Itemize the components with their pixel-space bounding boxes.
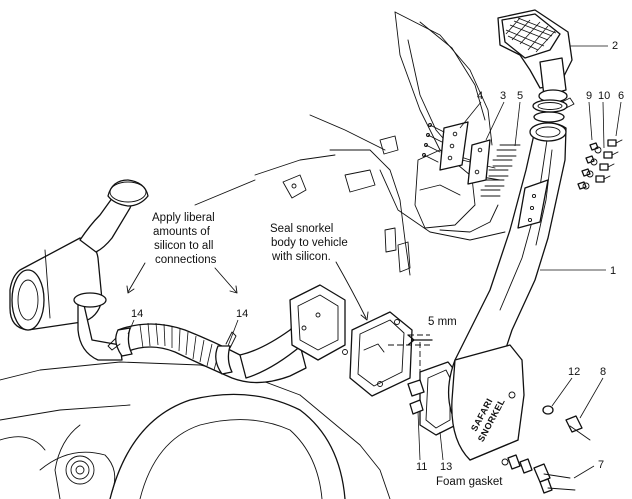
- air-cleaner: [9, 179, 149, 361]
- note-seal-line-3: with silicon.: [271, 251, 331, 263]
- snorkel-seal-plate: [342, 311, 457, 436]
- callout-14-right: 14: [236, 308, 248, 320]
- gap-5mm-label: 5 mm: [428, 316, 457, 328]
- air-ram-head: [497, 9, 575, 123]
- callout-1: 1: [610, 265, 616, 277]
- callout-2: 2: [612, 40, 618, 52]
- apply-arrow-right: [214, 267, 237, 293]
- apply-arrow-left: [127, 262, 146, 293]
- callout-12: 12: [568, 366, 580, 378]
- callout-13: 13: [440, 461, 452, 473]
- note-apply-line-4: connections: [155, 254, 217, 266]
- note-seal-body: Seal snorkel body to vehicle with silico…: [270, 223, 348, 263]
- apply-arrowhead-right: [229, 285, 238, 294]
- note-seal-line-2: body to vehicle: [271, 237, 348, 249]
- hardware-6-9-10: [577, 139, 623, 190]
- headlamp-assembly: [0, 393, 346, 499]
- callout-7: 7: [598, 459, 604, 471]
- note-apply-line-1: Apply liberal: [152, 212, 215, 224]
- upper-brackets: [422, 121, 491, 185]
- part-callouts: 2 4 3 5 9 10 6 1 12 8 7 11 13 14 14: [127, 40, 624, 479]
- callout-9: 9: [586, 90, 592, 102]
- note-apply-line-2: amounts of: [153, 226, 211, 238]
- seal-arrowhead: [360, 311, 369, 321]
- callout-6: 6: [618, 90, 624, 102]
- apply-arrowhead-left: [126, 285, 135, 294]
- callout-11: 11: [416, 461, 427, 473]
- note-seal-line-1: Seal snorkel: [270, 223, 333, 235]
- snorkel-body: [447, 122, 567, 466]
- bolts-5: [480, 144, 521, 197]
- callout-3: 3: [500, 90, 506, 102]
- note-apply-line-3: silicon to all: [154, 240, 213, 252]
- vehicle-body-lines: [0, 11, 506, 499]
- intake-hose: [107, 319, 313, 384]
- seal-arrow: [335, 261, 367, 319]
- guard-inlet: [289, 284, 346, 361]
- callout-4: 4: [477, 90, 483, 102]
- callout-5: 5: [517, 90, 523, 102]
- note-apply-silicon: Apply liberal amounts of silicon to all …: [152, 212, 217, 266]
- hardware-lower: [407, 379, 591, 494]
- callout-14-left: 14: [131, 308, 143, 320]
- foam-gasket-label: Foam gasket: [436, 476, 503, 488]
- callout-8: 8: [600, 366, 606, 378]
- callout-10: 10: [598, 90, 610, 102]
